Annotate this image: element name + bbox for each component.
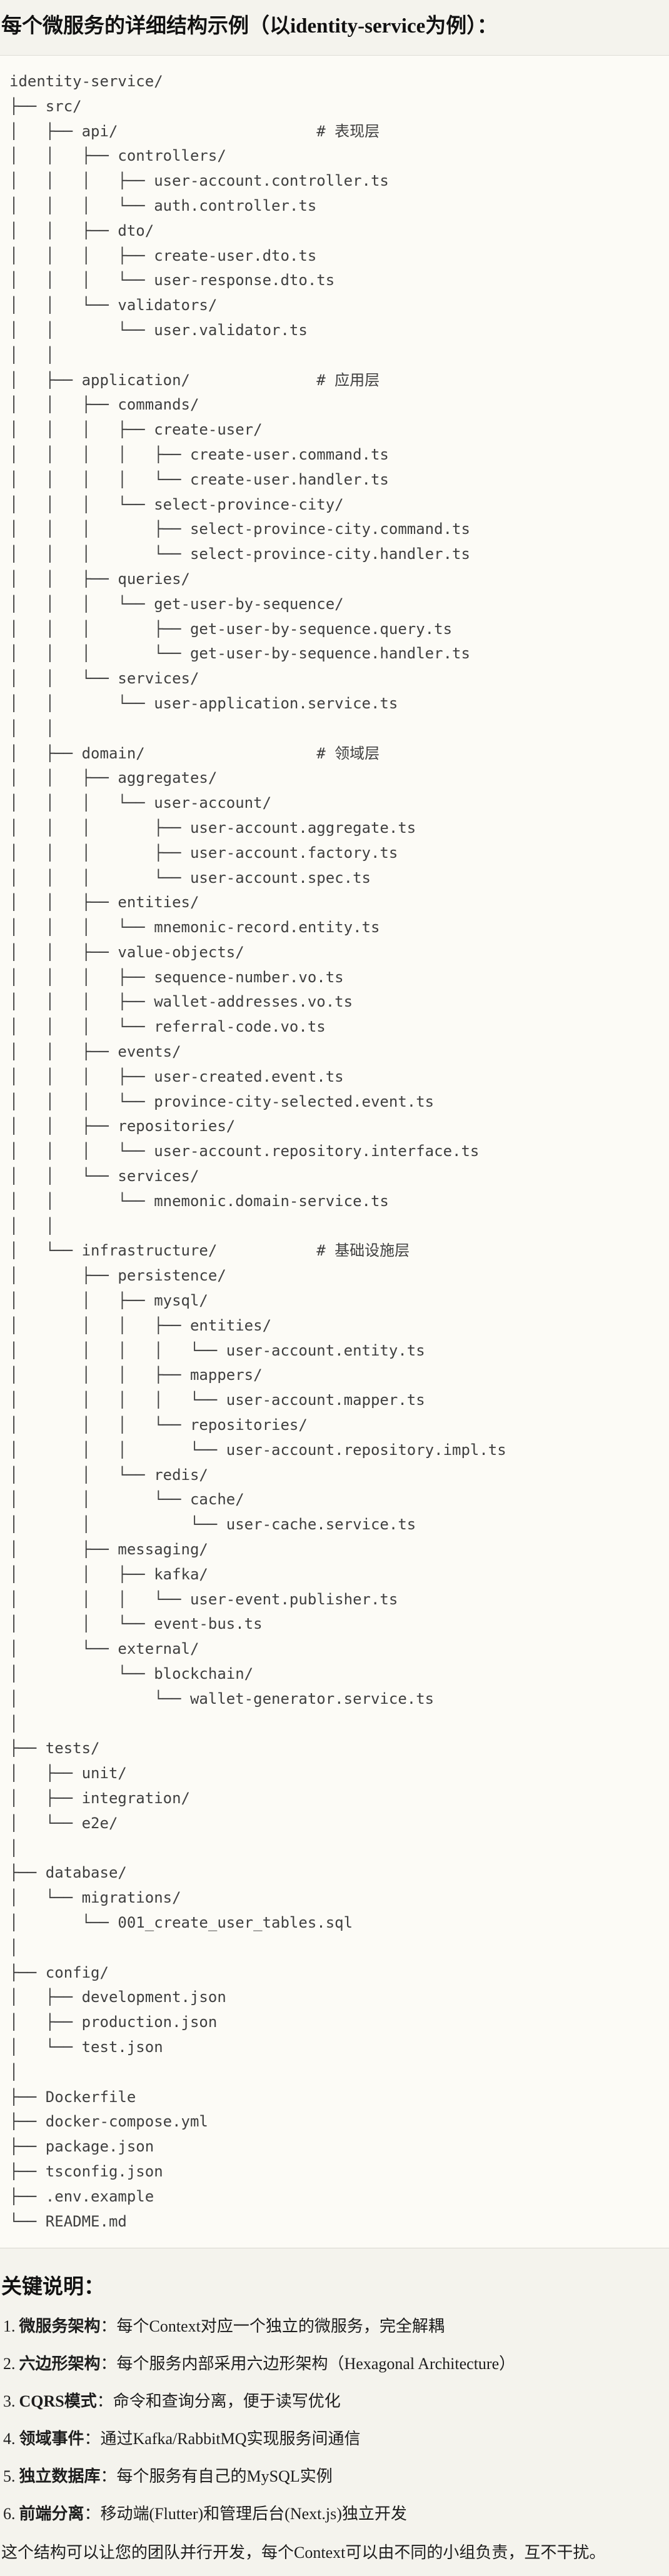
note-number: 3.: [3, 2392, 16, 2411]
note-term: 领域事件: [19, 2430, 84, 2448]
notes-list: 1.微服务架构：每个Context对应一个独立的微服务，完全解耦 2.六边形架构…: [0, 2316, 669, 2525]
note-item-4: 4.领域事件：通过Kafka/RabbitMQ实现服务间通信: [3, 2428, 669, 2450]
note-text: ：通过Kafka/RabbitMQ实现服务间通信: [84, 2430, 361, 2448]
note-term: 微服务架构: [19, 2317, 101, 2336]
note-text: ：每个服务有自己的MySQL实例: [100, 2467, 333, 2486]
note-number: 6.: [3, 2505, 16, 2523]
note-term: 独立数据库: [19, 2467, 101, 2486]
note-number: 1.: [3, 2317, 16, 2336]
notes-heading: 关键说明：: [1, 2276, 104, 2299]
directory-tree: identity-service/ ├── src/ │ ├── api/ # …: [9, 73, 506, 2230]
directory-tree-block: identity-service/ ├── src/ │ ├── api/ # …: [0, 55, 669, 2249]
note-item-2: 2.六边形架构：每个服务内部采用六边形架构（Hexagonal Architec…: [3, 2353, 669, 2375]
note-term: 六边形架构: [19, 2355, 101, 2373]
note-text: ：每个服务内部采用六边形架构（Hexagonal Architecture）: [100, 2355, 516, 2373]
note-number: 2.: [3, 2355, 16, 2373]
note-item-1: 1.微服务架构：每个Context对应一个独立的微服务，完全解耦: [3, 2316, 669, 2337]
note-term: 前端分离: [19, 2505, 84, 2523]
note-text: ：每个Context对应一个独立的微服务，完全解耦: [100, 2317, 445, 2336]
note-text: ：移动端(Flutter)和管理后台(Next.js)独立开发: [84, 2505, 407, 2523]
note-text: ：命令和查询分离，便于读写优化: [96, 2392, 341, 2411]
page-title: 每个微服务的详细结构示例（以identity-service为例）：: [1, 15, 498, 38]
note-term: CQRS模式: [19, 2392, 97, 2411]
note-number: 5.: [3, 2467, 16, 2486]
note-item-5: 5.独立数据库：每个服务有自己的MySQL实例: [3, 2466, 669, 2487]
note-item-6: 6.前端分离：移动端(Flutter)和管理后台(Next.js)独立开发: [3, 2503, 669, 2525]
note-number: 4.: [3, 2430, 16, 2448]
closing-paragraph: 这个结构可以让您的团队并行开发，每个Context可以由不同的小组负责，互不干扰…: [1, 2543, 606, 2562]
note-item-3: 3.CQRS模式：命令和查询分离，便于读写优化: [3, 2391, 669, 2412]
